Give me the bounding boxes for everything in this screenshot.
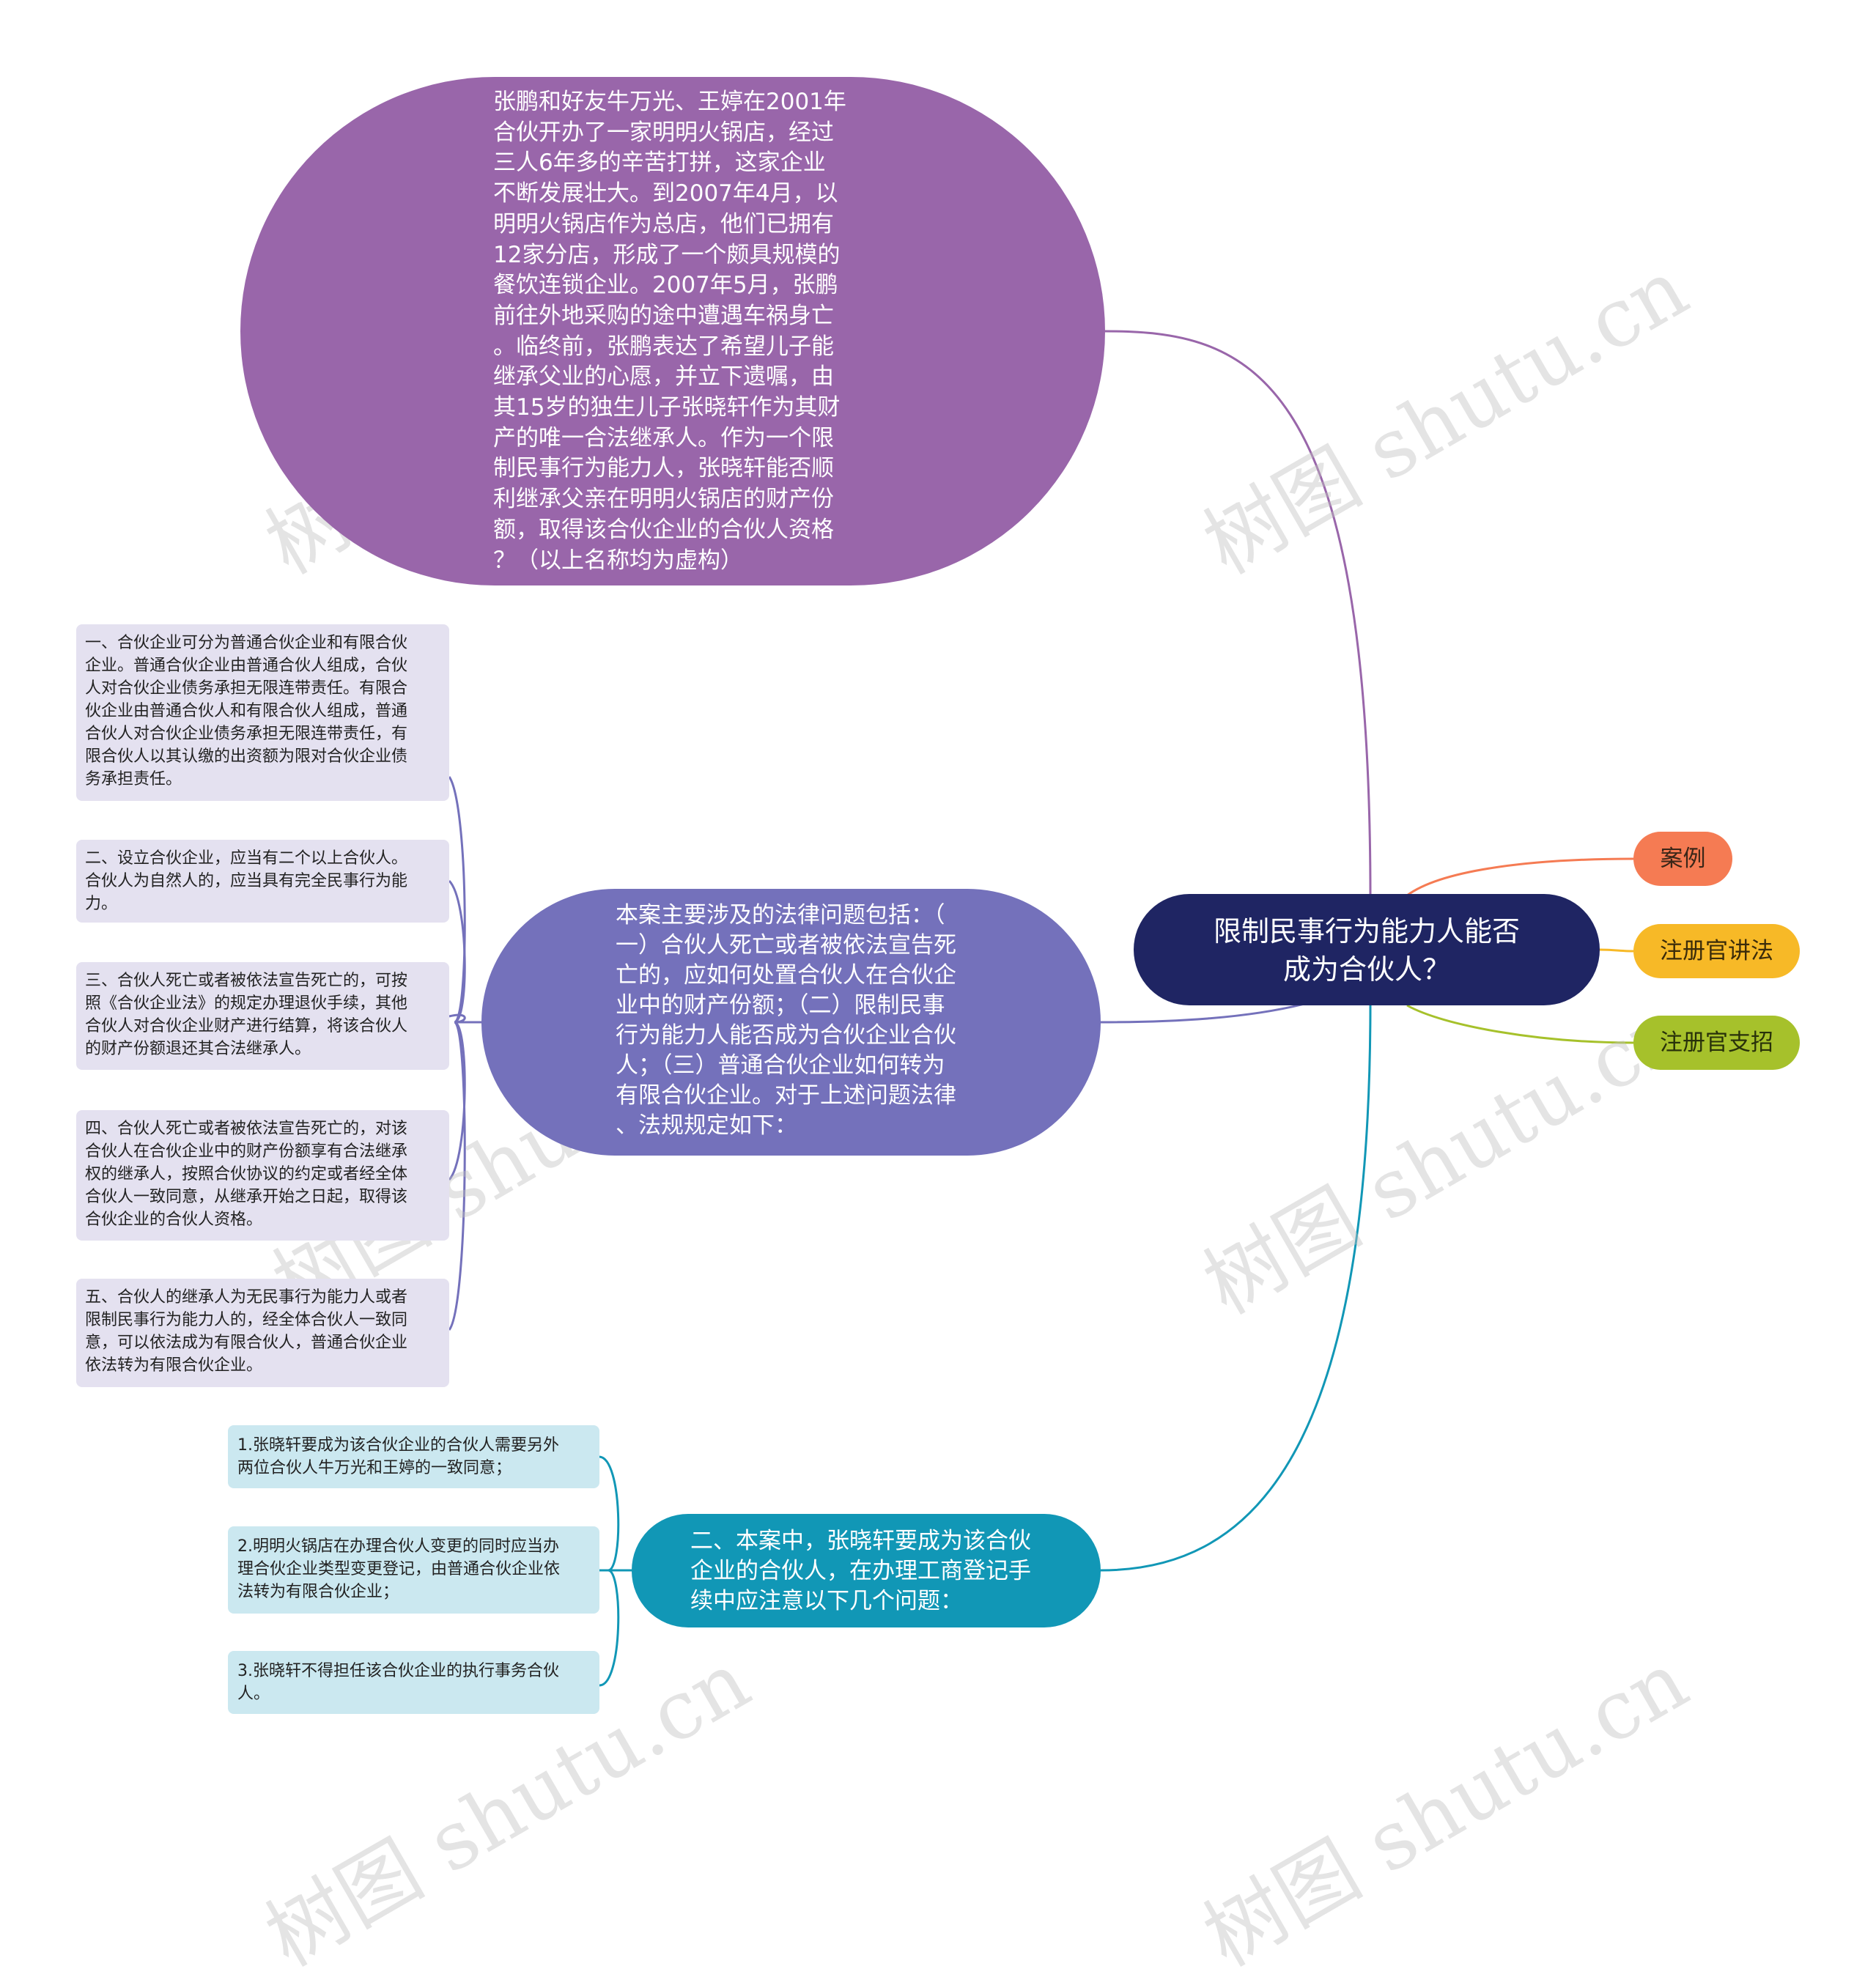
- link-root-case: [1104, 330, 1372, 896]
- registration-point-text: 2.明明火锅店在办理合伙人变更的同时应当办 理合伙企业类型变更登记，由普通合伙企…: [237, 1537, 561, 1601]
- legal-issues-text: 本案主要涉及的法律问题包括：（ 一）合伙人死亡或者被依法宣告死 亡的，应如何处置…: [616, 902, 956, 1139]
- registration-point[interactable]: 3.张晓轩不得担任该合伙企业的执行事务合伙 人。: [228, 1651, 599, 1714]
- tag-registrar-lecture[interactable]: 注册官讲法: [1633, 924, 1800, 978]
- law-item[interactable]: 五、合伙人的继承人为无民事行为能力人或者 限制民事行为能力人的，经全体合伙人一致…: [76, 1279, 449, 1387]
- root-topic-text: 限制民事行为能力人能否 成为合伙人？: [1213, 915, 1520, 986]
- tag-case[interactable]: 案例: [1633, 832, 1732, 886]
- registration-point[interactable]: 1.张晓轩要成为该合伙企业的合伙人需要另外 两位合伙人牛万光和王婷的一致同意；: [228, 1425, 599, 1488]
- law-item-text: 四、合伙人死亡或者被依法宣告死亡的，对该 合伙人在合伙企业中的财产份额享有合法继…: [85, 1120, 408, 1229]
- law-item[interactable]: 三、合伙人死亡或者被依法宣告死亡的，可按 照《合伙企业法》的规定办理退伙手续，其…: [76, 962, 449, 1070]
- case-topic-node[interactable]: 张鹏和好友牛万光、王婷在2001年 合伙开办了一家明明火锅店，经过 三人6年多的…: [240, 77, 1105, 585]
- connector-lines: [448, 330, 1634, 1687]
- registration-notes-node[interactable]: 二、本案中，张晓轩要成为该合伙 企业的合伙人，在办理工商登记手 续中应注意以下几…: [632, 1514, 1101, 1627]
- registration-point-text: 3.张晓轩不得担任该合伙企业的执行事务合伙 人。: [237, 1662, 559, 1703]
- law-item-text: 二、设立合伙企业，应当有二个以上合伙人。 合伙人为自然人的，应当具有完全民事行为…: [85, 849, 408, 913]
- law-item[interactable]: 四、合伙人死亡或者被依法宣告死亡的，对该 合伙人在合伙企业中的财产份额享有合法继…: [76, 1110, 449, 1241]
- case-topic-text: 张鹏和好友牛万光、王婷在2001年 合伙开办了一家明明火锅店，经过 三人6年多的…: [493, 89, 846, 574]
- law-item-text: 三、合伙人死亡或者被依法宣告死亡的，可按 照《合伙企业法》的规定办理退伙手续，其…: [85, 972, 408, 1058]
- legal-issues-node[interactable]: 本案主要涉及的法律问题包括：（ 一）合伙人死亡或者被依法宣告死 亡的，应如何处置…: [481, 889, 1101, 1156]
- link-root-tag-lecture: [1599, 948, 1634, 953]
- link-root-issues: [1100, 1002, 1305, 1024]
- link-root-tag-case: [1406, 857, 1634, 897]
- law-item-text: 一、合伙企业可分为普通合伙企业和有限合伙 企业。普通合伙企业由普通合伙人组成，合…: [85, 634, 408, 788]
- law-item[interactable]: 一、合伙企业可分为普通合伙企业和有限合伙 企业。普通合伙企业由普通合伙人组成，合…: [76, 624, 449, 801]
- law-item-text: 五、合伙人的继承人为无民事行为能力人或者 限制民事行为能力人的，经全体合伙人一致…: [85, 1288, 408, 1375]
- tag-registrar-tips[interactable]: 注册官支招: [1633, 1016, 1800, 1070]
- link-root-tag-recruit: [1406, 1004, 1634, 1044]
- registration-notes-text: 二、本案中，张晓轩要成为该合伙 企业的合伙人，在办理工商登记手 续中应注意以下几…: [690, 1528, 1031, 1614]
- link-root-note: [1100, 1003, 1372, 1572]
- root-topic-node[interactable]: 限制民事行为能力人能否 成为合伙人？: [1134, 894, 1600, 1005]
- registration-point[interactable]: 2.明明火锅店在办理合伙人变更的同时应当办 理合伙企业类型变更登记，由普通合伙企…: [228, 1526, 599, 1614]
- law-item[interactable]: 二、设立合伙企业，应当有二个以上合伙人。 合伙人为自然人的，应当具有完全民事行为…: [76, 840, 449, 923]
- registration-point-text: 1.张晓轩要成为该合伙企业的合伙人需要另外 两位合伙人牛万光和王婷的一致同意；: [237, 1436, 559, 1477]
